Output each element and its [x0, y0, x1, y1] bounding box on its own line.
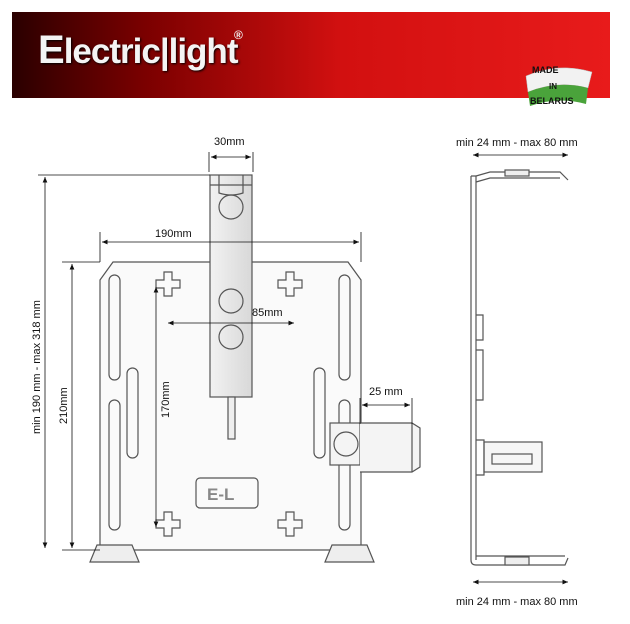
logo-emboss [195, 477, 259, 509]
badge-line-in: IN [549, 82, 557, 91]
side-dim-top-label: min 24 mm - max 80 mm [456, 137, 578, 149]
front-view-drawing [89, 174, 421, 563]
dim-clamp-depth-label: 25 mm [369, 386, 403, 398]
side-profile [470, 175, 569, 566]
logo-emboss-text: E-L [207, 485, 235, 504]
plate-foot [324, 544, 375, 563]
dim-total-height-label: min 190 mm - max 318 mm [31, 300, 43, 434]
adjustable-top-bar [209, 174, 253, 398]
side-dim-bottom-label: min 24 mm - max 80 mm [456, 596, 578, 608]
front-dimensions [38, 152, 413, 551]
plate-foot [89, 544, 140, 563]
badge-flag-icon [525, 67, 593, 106]
header-banner [12, 12, 610, 98]
plate-slot [126, 367, 139, 459]
badge-line-belarus: BELARUS [530, 96, 574, 106]
side-dimensions [473, 152, 568, 585]
dim-hole-spacing-label: 85mm [252, 307, 283, 319]
cross-hole [155, 271, 181, 297]
dim-plate-height-label: 210mm [58, 387, 70, 424]
plate-slot [108, 274, 121, 381]
dim-top-width-label: 30mm [214, 136, 245, 148]
side-view-drawing [470, 169, 569, 566]
plate-slot [313, 367, 326, 459]
cross-hole [277, 271, 303, 297]
brand-logo: Electric|light [38, 28, 238, 72]
plate-slot [338, 274, 351, 381]
bar-hole [218, 288, 244, 314]
dim-plate-width-label: 190mm [155, 228, 192, 240]
registered-mark: ® [234, 28, 243, 42]
badge-line-made: MADE [532, 65, 559, 75]
bar-hole [218, 194, 244, 220]
dim-hole-height-label: 170mm [160, 381, 172, 418]
clamp-bracket [360, 422, 421, 473]
side-clamp-block [483, 441, 543, 473]
cross-hole [277, 511, 303, 537]
made-in-belarus-badge: MADE IN BELARUS [518, 58, 598, 108]
plate-slot [108, 399, 121, 531]
